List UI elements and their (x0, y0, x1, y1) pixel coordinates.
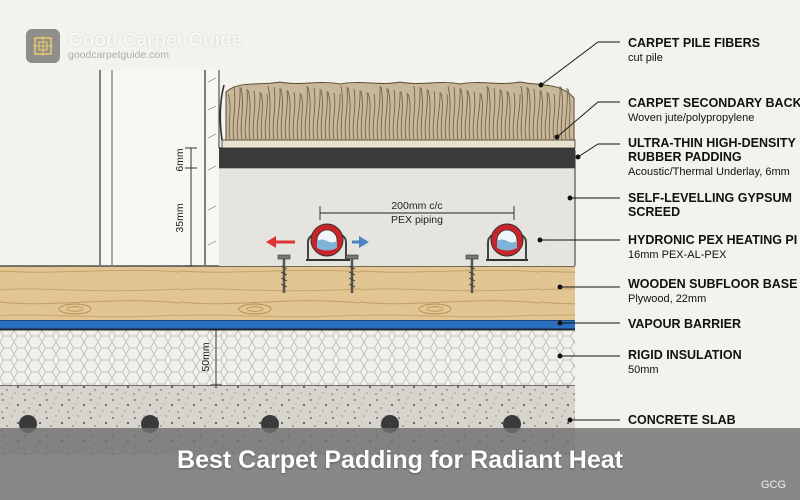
screed-thickness-label: 35mm (174, 203, 186, 232)
leader-lines (537, 41, 620, 423)
brand-name: Good Carpet Guide (68, 29, 243, 51)
svg-text:16mm PEX-AL-PEX: 16mm PEX-AL-PEX (628, 249, 727, 261)
insulation-thickness-label: 50mm (200, 342, 212, 371)
rigid-insulation-layer (0, 329, 575, 385)
svg-text:RIGID INSULATION: RIGID INSULATION (628, 348, 742, 362)
carpet-tile-icon (26, 29, 60, 63)
padding-thickness-label: 6mm (174, 148, 186, 172)
svg-text:50mm: 50mm (628, 364, 659, 376)
pex-pipe-right (465, 223, 528, 293)
banner-title: Best Carpet Padding for Radiant Heat (177, 446, 623, 474)
svg-text:cut pile: cut pile (628, 52, 663, 64)
label-rubber-padding: ULTRA-THIN HIGH-DENSITY RUBBER PADDING A… (628, 136, 796, 178)
flow-arrow-right-icon (352, 236, 369, 248)
label-vapour-barrier: VAPOUR BARRIER (628, 317, 741, 331)
flow-arrow-left-icon (266, 236, 295, 248)
pipe-type-label: PEX piping (391, 214, 443, 226)
rubber-padding-layer (219, 147, 575, 168)
brand-watermark: Good Carpet Guide goodcarpetguide.com (26, 26, 242, 66)
svg-text:CONCRETE SLAB: CONCRETE SLAB (628, 413, 736, 427)
svg-text:RUBBER PADDING: RUBBER PADDING (628, 150, 742, 164)
brand-url: goodcarpetguide.com (68, 49, 169, 62)
svg-text:Acoustic/Thermal Underlay, 6mm: Acoustic/Thermal Underlay, 6mm (628, 166, 790, 178)
carpet-layer (219, 81, 576, 149)
pipe-spacing-label: 200mm c/c (391, 200, 442, 212)
pex-pipe-left (266, 223, 369, 293)
layer-labels: CARPET PILE FIBERS cut pile CARPET SECON… (628, 36, 800, 427)
label-carpet-pile-fibers: CARPET PILE FIBERS cut pile (628, 36, 760, 64)
carpet-fibers (227, 85, 571, 140)
wooden-subfloor-layer (0, 265, 575, 320)
svg-text:VAPOUR BARRIER: VAPOUR BARRIER (628, 317, 741, 331)
wall (99, 70, 220, 270)
svg-text:ULTRA-THIN HIGH-DENSITY: ULTRA-THIN HIGH-DENSITY (628, 136, 796, 150)
svg-text:CARPET PILE FIBERS: CARPET PILE FIBERS (628, 36, 760, 50)
svg-text:Woven jute/polypropylene: Woven jute/polypropylene (628, 112, 754, 124)
svg-text:Plywood, 22mm: Plywood, 22mm (628, 293, 706, 305)
title-banner: Best Carpet Padding for Radiant Heat GCG (0, 428, 800, 500)
svg-text:WOODEN SUBFLOOR BASE: WOODEN SUBFLOOR BASE (628, 277, 797, 291)
label-carpet-secondary-back: CARPET SECONDARY BACK Woven jute/polypro… (628, 96, 800, 124)
label-rigid-insulation: RIGID INSULATION 50mm (628, 348, 742, 376)
label-gypsum-screed: SELF-LEVELLING GYPSUM SCREED (628, 191, 792, 219)
screw-icon (345, 254, 359, 293)
vapour-barrier-layer (0, 319, 575, 330)
vertical-dimensions: 6mm 35mm 50mm (174, 147, 222, 386)
label-pex-heating-pipe: HYDRONIC PEX HEATING PI 16mm PEX-AL-PEX (628, 233, 797, 261)
svg-text:SELF-LEVELLING GYPSUM: SELF-LEVELLING GYPSUM (628, 191, 792, 205)
screw-icon (465, 254, 479, 293)
svg-text:CARPET SECONDARY BACK: CARPET SECONDARY BACK (628, 96, 800, 110)
label-concrete-slab: CONCRETE SLAB (628, 413, 736, 427)
label-wooden-subfloor: WOODEN SUBFLOOR BASE Plywood, 22mm (628, 277, 797, 305)
svg-text:HYDRONIC PEX HEATING PI: HYDRONIC PEX HEATING PI (628, 233, 797, 247)
screw-icon (277, 254, 291, 293)
pipe-spacing-dimension: 200mm c/c PEX piping (319, 200, 515, 226)
banner-tag: GCG (760, 479, 786, 491)
svg-text:SCREED: SCREED (628, 205, 680, 219)
